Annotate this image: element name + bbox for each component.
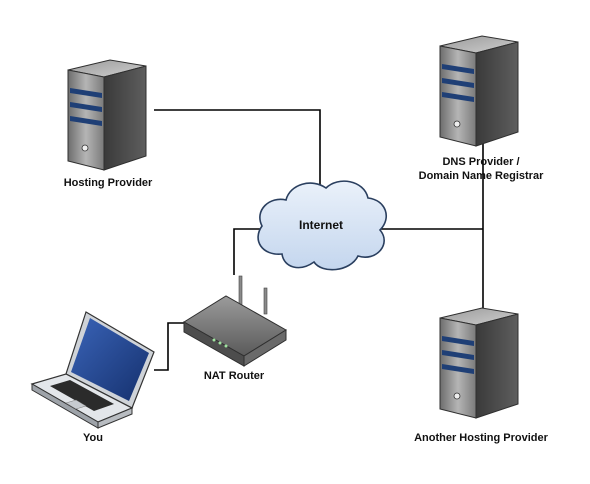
- another-hosting-provider-label: Another Hosting Provider: [414, 432, 548, 444]
- dns-provider-label-line1: DNS Provider /: [442, 156, 520, 168]
- nat-router-icon: [183, 275, 287, 367]
- dns-provider-label: DNS Provider / Domain Name Registrar: [392, 155, 570, 183]
- link-hosting-internet: [154, 109, 321, 186]
- you-label: You: [83, 432, 103, 444]
- link-router-internet: [233, 228, 268, 275]
- internet-label: Internet: [298, 218, 343, 232]
- link-you-router: [154, 322, 186, 371]
- laptop-icon: [30, 311, 155, 429]
- internet-cloud-icon: [257, 180, 388, 271]
- dns-provider-label-line2: Domain Name Registrar: [418, 170, 544, 182]
- another-hosting-provider-server-icon: [439, 307, 519, 419]
- hosting-provider-server-icon: [67, 59, 147, 171]
- hosting-provider-label: Hosting Provider: [63, 177, 153, 189]
- dns-provider-server-icon: [439, 35, 519, 147]
- nat-router-label: NAT Router: [203, 370, 265, 382]
